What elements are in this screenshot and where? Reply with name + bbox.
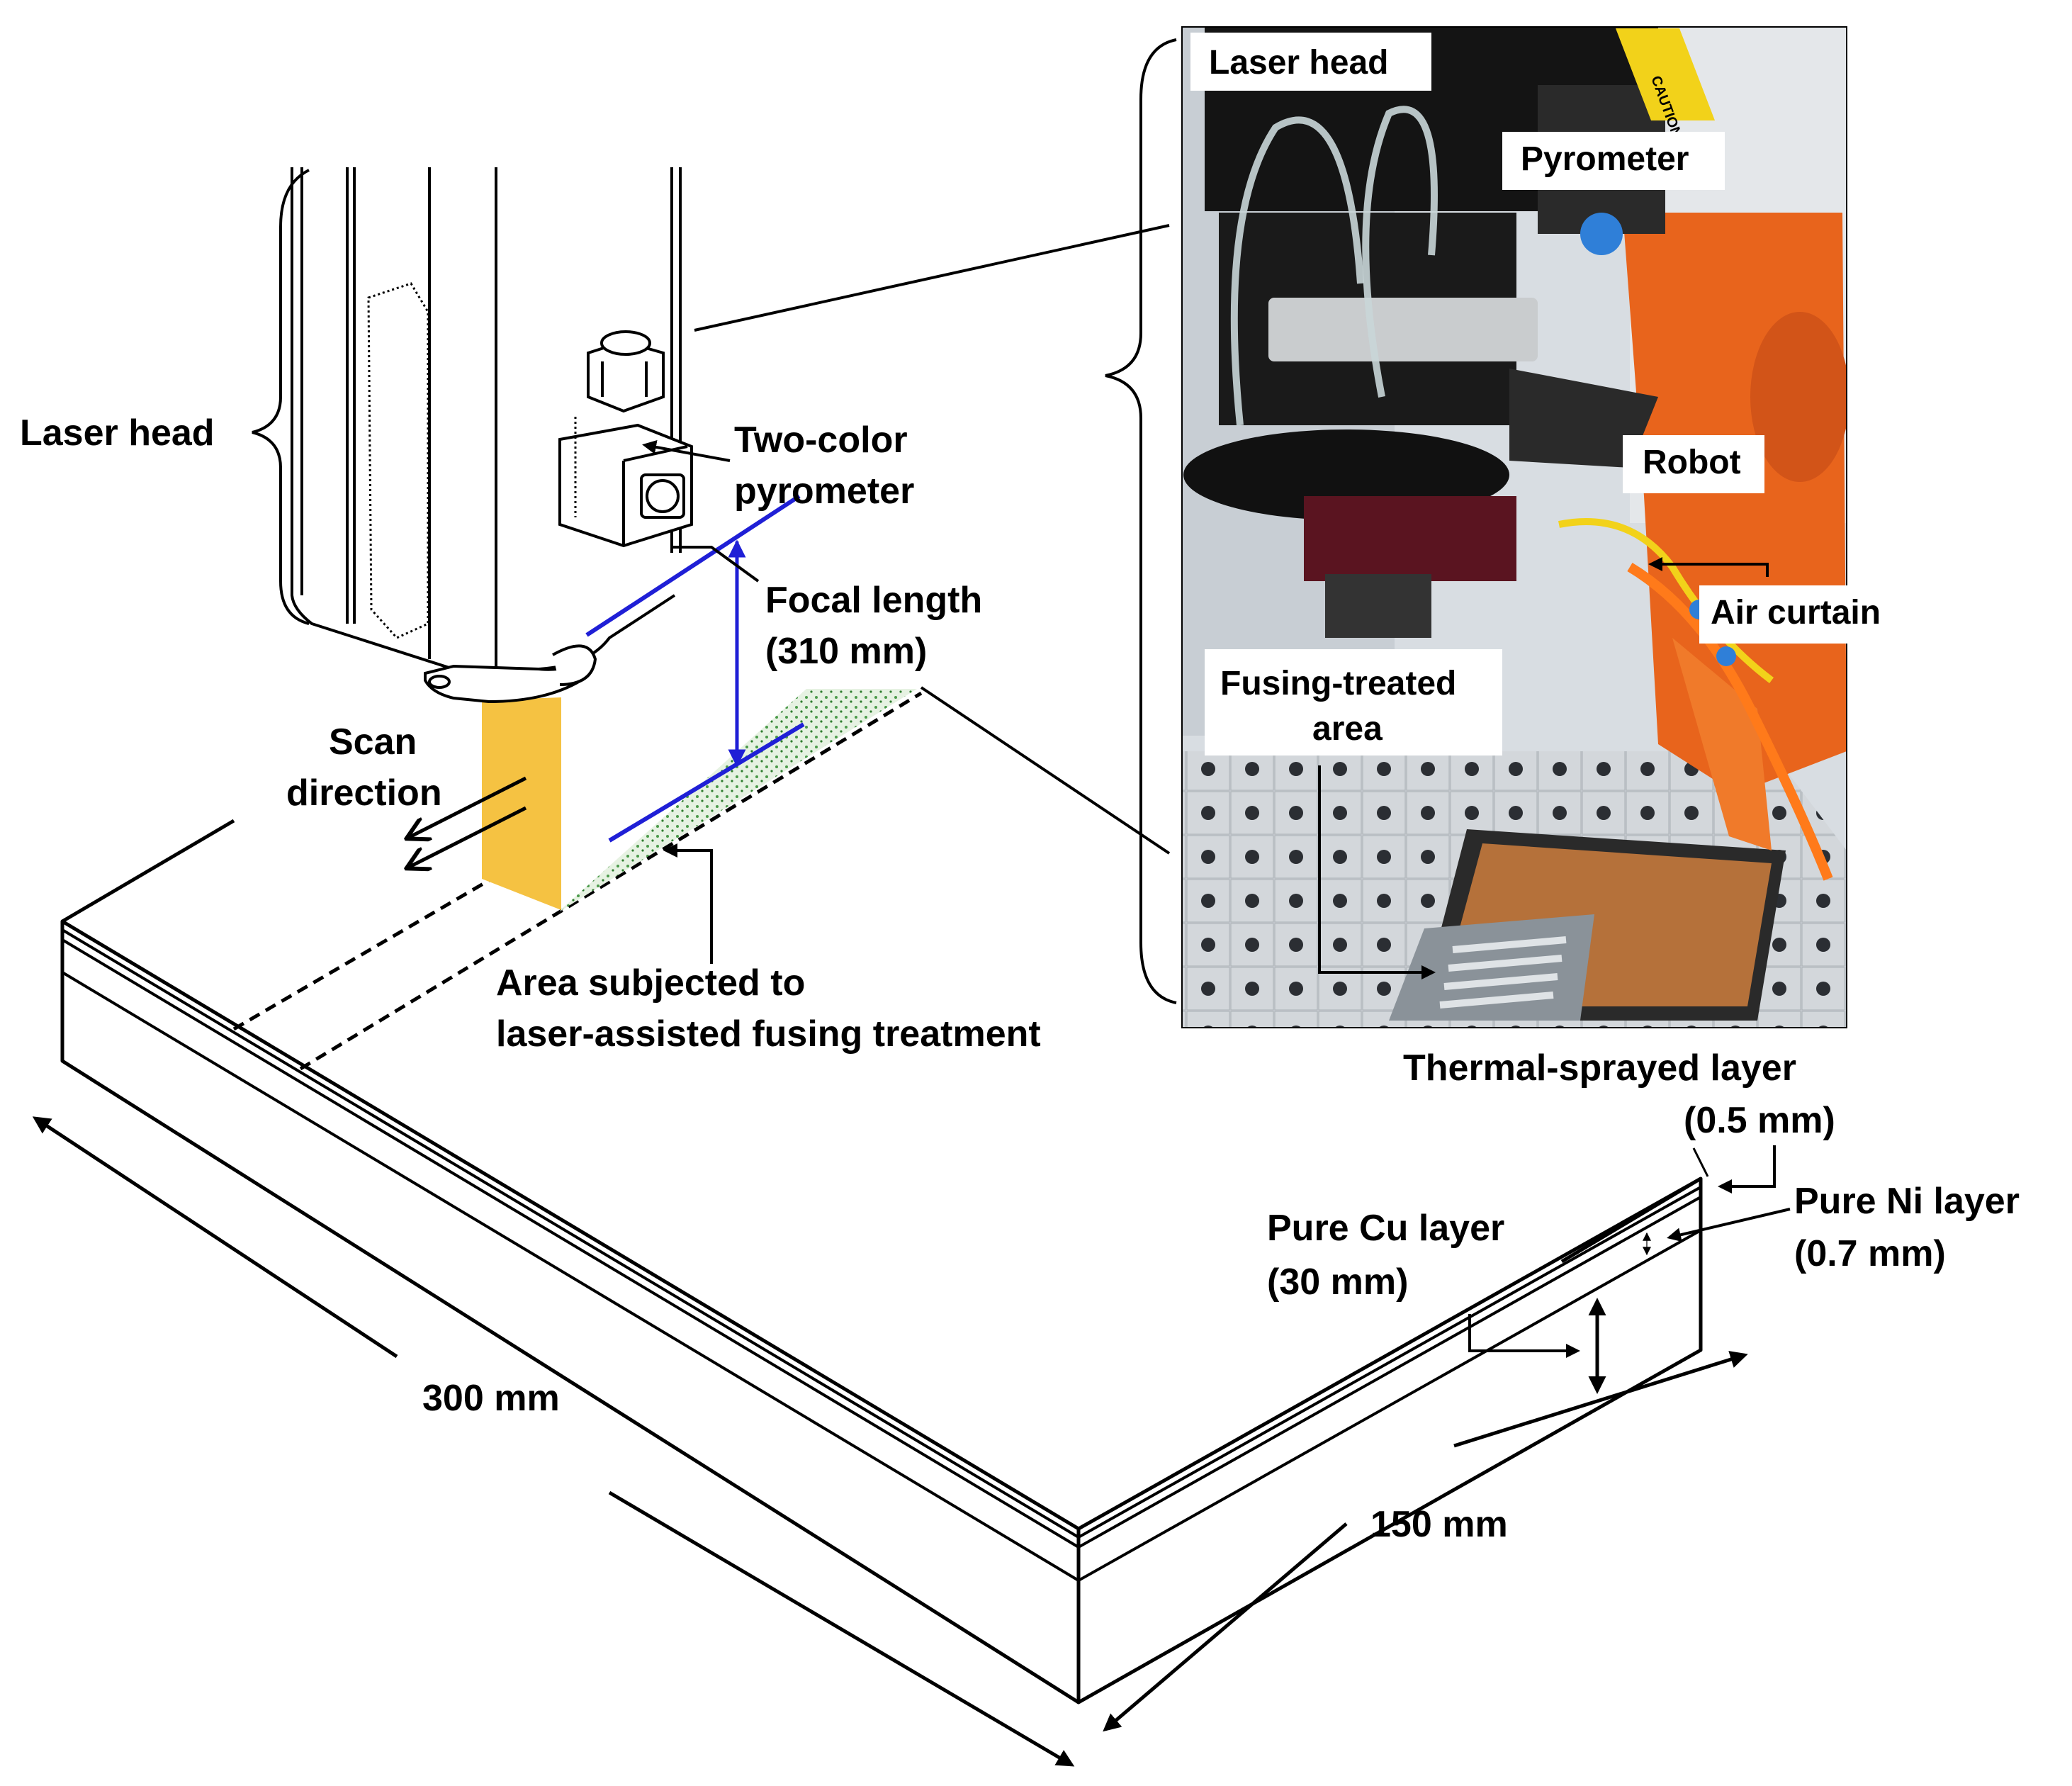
label-thermal-sprayed-value: (0.5 mm) bbox=[1684, 1100, 1835, 1141]
label-pure-cu-value: (30 mm) bbox=[1267, 1262, 1408, 1303]
photo-label-laser-head: Laser head bbox=[1209, 44, 1388, 82]
fusing-treated-leader bbox=[1318, 765, 1436, 979]
scan-path-line bbox=[608, 722, 805, 843]
zoom-callout bbox=[694, 38, 1177, 1004]
treated-area-strip bbox=[560, 689, 917, 911]
label-laser-head: Laser head bbox=[20, 412, 215, 454]
dim-300-arrow-b bbox=[608, 1490, 1075, 1767]
laser-head-drawing bbox=[291, 167, 693, 704]
copper-plate bbox=[60, 571, 1703, 1704]
air-curtain-leader bbox=[1648, 557, 1769, 577]
area-leader bbox=[663, 843, 713, 964]
label-scan: Scan bbox=[329, 721, 417, 763]
photo-label-robot: Robot bbox=[1643, 444, 1741, 481]
photo-label-pyrometer: Pyrometer bbox=[1521, 140, 1689, 178]
label-focal-length-value: (310 mm) bbox=[765, 631, 927, 672]
pyrometer-beam-line bbox=[585, 494, 801, 637]
photo-label-fusing-treated-2: area bbox=[1312, 710, 1383, 748]
cu-pointer bbox=[1468, 1314, 1580, 1358]
laser-beam bbox=[482, 697, 561, 910]
label-area-subjected: Area subjected to bbox=[496, 962, 805, 1004]
focal-length-leader bbox=[673, 546, 760, 583]
photo-label-fusing-treated-1: Fusing-treated bbox=[1220, 665, 1456, 702]
label-direction: direction bbox=[286, 773, 442, 814]
label-300mm: 300 mm bbox=[422, 1378, 560, 1419]
label-two-color: Two-color bbox=[734, 420, 908, 461]
photo-label-air-curtain: Air curtain bbox=[1711, 594, 1881, 631]
ni-pointer bbox=[1667, 1208, 1791, 1242]
label-pure-ni: Pure Ni layer bbox=[1794, 1181, 2020, 1222]
label-pure-ni-value: (0.7 mm) bbox=[1794, 1233, 1946, 1274]
label-pyrometer: pyrometer bbox=[734, 471, 914, 512]
label-150mm: 150 mm bbox=[1370, 1504, 1508, 1545]
dim-150-arrow-b bbox=[1453, 1351, 1748, 1448]
label-laser-assisted: laser-assisted fusing treatment bbox=[496, 1013, 1041, 1055]
pyrometer-leader bbox=[642, 440, 731, 462]
label-pure-cu: Pure Cu layer bbox=[1267, 1208, 1504, 1249]
dim-150-arrow-a bbox=[1103, 1522, 1348, 1732]
thermal-leader bbox=[1692, 1147, 1709, 1177]
dim-300-arrow-a bbox=[32, 1116, 398, 1359]
scan-direction-arrows bbox=[408, 776, 527, 867]
label-focal-length: Focal length bbox=[765, 580, 982, 621]
plate-top-face bbox=[62, 571, 1701, 1529]
thermal-pointer bbox=[1718, 1145, 1776, 1194]
label-thermal-sprayed: Thermal-sprayed layer bbox=[1403, 1048, 1796, 1089]
laser-head-brace bbox=[252, 169, 310, 625]
